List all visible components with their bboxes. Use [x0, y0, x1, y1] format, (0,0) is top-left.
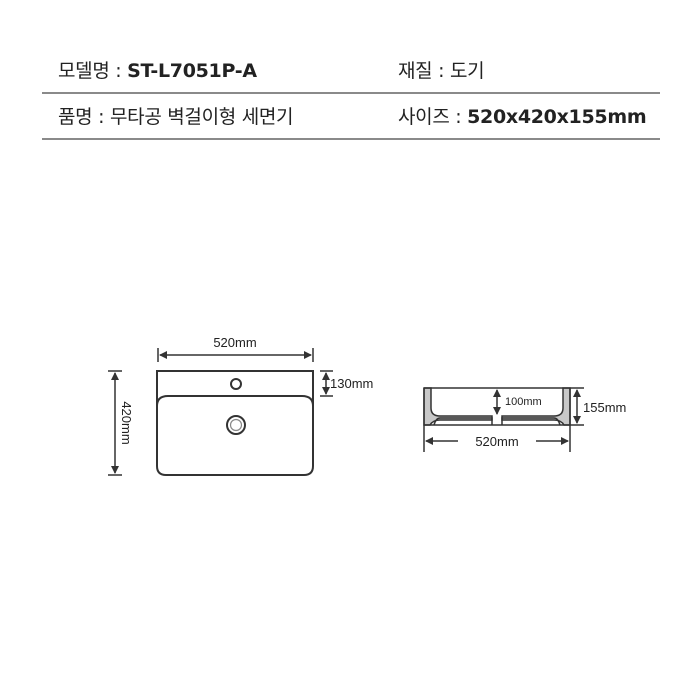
top-depth-label: 420mm: [119, 401, 134, 444]
model-value: ST-L7051P-A: [127, 60, 257, 82]
spec-row-1: 모델명 : ST-L7051P-A 재질 : 도기: [42, 48, 660, 94]
top-view: [108, 348, 333, 476]
side-height-label: 155mm: [583, 400, 626, 415]
material-value: 도기: [449, 60, 485, 82]
size-spec: 사이즈 : 520x420x155mm: [398, 102, 647, 129]
spec-table: 모델명 : ST-L7051P-A 재질 : 도기 품명 : 무타공 벽걸이형 …: [42, 48, 660, 140]
size-label: 사이즈 :: [398, 106, 468, 128]
side-view: [423, 387, 584, 452]
top-width-label: 520mm: [213, 335, 256, 350]
product-name-spec: 품명 : 무타공 벽걸이형 세면기: [58, 102, 294, 129]
spec-row-2: 품명 : 무타공 벽걸이형 세면기 사이즈 : 520x420x155mm: [42, 94, 660, 140]
size-value: 520x420x155mm: [467, 106, 647, 128]
product-name-label: 품명 :: [58, 106, 110, 128]
material-spec: 재질 : 도기: [398, 56, 485, 83]
model-spec: 모델명 : ST-L7051P-A: [58, 56, 257, 83]
product-name-value: 무타공 벽걸이형 세면기: [109, 106, 294, 128]
side-width-label: 520mm: [475, 434, 518, 449]
inner-depth-label: 100mm: [505, 396, 542, 408]
deck-depth-label: 130mm: [330, 376, 373, 391]
model-label: 모델명 :: [58, 60, 128, 82]
material-label: 재질 :: [398, 60, 450, 82]
